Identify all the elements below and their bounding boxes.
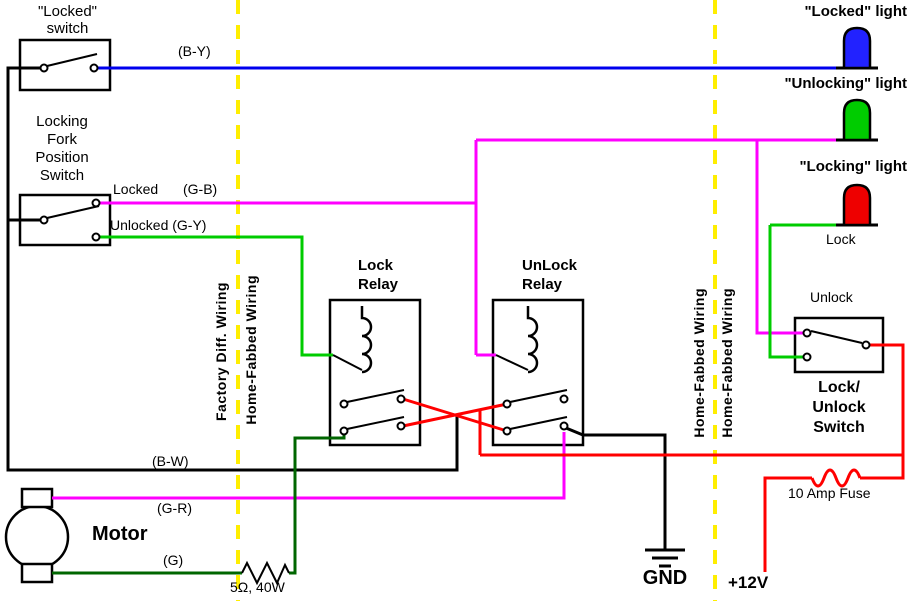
- locked-switch-label: "Locked" switch: [37, 3, 98, 37]
- locking-light-led: [836, 183, 878, 227]
- power-12v-label: +12V: [728, 573, 769, 592]
- fork-switch-contacts: [39, 198, 101, 242]
- fuse-label: 10 Amp Fuse: [788, 485, 871, 501]
- lock-unlock-switch-label: Lock/ Unlock Switch: [812, 379, 866, 436]
- g-b-wire-label: (G-B): [183, 181, 218, 197]
- unlocking-light-led: [836, 98, 878, 142]
- unlock-relay-coil: [495, 306, 539, 374]
- unlock-wire-label: Unlock: [810, 289, 853, 305]
- fuse-symbol: [810, 468, 862, 488]
- g-r-wire-label: (G-R): [157, 500, 192, 516]
- unlock-relay-box: [491, 298, 585, 447]
- locked-light-label: "Locked" light: [804, 3, 907, 20]
- b-w-wire-label: (B-W): [152, 453, 189, 469]
- resistor-label: 5Ω, 40W: [230, 579, 285, 595]
- locking-light-label: "Locking" light: [799, 158, 907, 175]
- gnd-wire: [565, 426, 685, 568]
- factory-wiring-zone-label: Factory Diff. Wiring: [213, 282, 229, 421]
- motor-symbol: [4, 487, 70, 584]
- home-fabbed-zone-label-left-line: Home-Fabbed Wiring: [243, 275, 259, 425]
- home-fabbed-zone-label-right-line-left: Home-Fabbed Wiring: [691, 288, 707, 438]
- lock-relay-contacts: [339, 389, 406, 436]
- lock-relay-box: [328, 298, 422, 447]
- b-y-wire-label: (B-Y): [178, 43, 211, 59]
- power-12v-wire: [402, 343, 905, 572]
- lock-unlock-switch-contacts: [802, 328, 871, 362]
- locked-switch-contacts: [39, 53, 99, 73]
- g-b-wire: [99, 138, 868, 357]
- g-r-wire: [52, 432, 566, 500]
- gnd-label: GND: [642, 567, 688, 589]
- lock-relay-label: Lock Relay: [358, 257, 399, 293]
- g-wire: [52, 432, 346, 575]
- lock-wire-label: Lock: [826, 231, 856, 247]
- home-fabbed-zone-label-right-line-right: Home-Fabbed Wiring: [719, 288, 735, 438]
- unlock-relay-contacts: [502, 389, 569, 436]
- fork-switch-label: Locking Fork Position Switch: [35, 113, 89, 184]
- fork-locked-label: Locked: [113, 181, 159, 197]
- resistor-symbol: [241, 560, 290, 586]
- lock-relay-coil: [332, 306, 373, 374]
- fork-unlocked-label: Unlocked (G-Y): [110, 217, 207, 233]
- locked-light-led: [836, 26, 878, 70]
- unlock-relay-label: UnLock Relay: [522, 257, 578, 293]
- motor-label: Motor: [92, 523, 148, 545]
- b-w-wire: [6, 66, 459, 472]
- unlocking-light-label: "Unlocking" light: [784, 75, 907, 92]
- g-wire-label: (G): [163, 552, 184, 568]
